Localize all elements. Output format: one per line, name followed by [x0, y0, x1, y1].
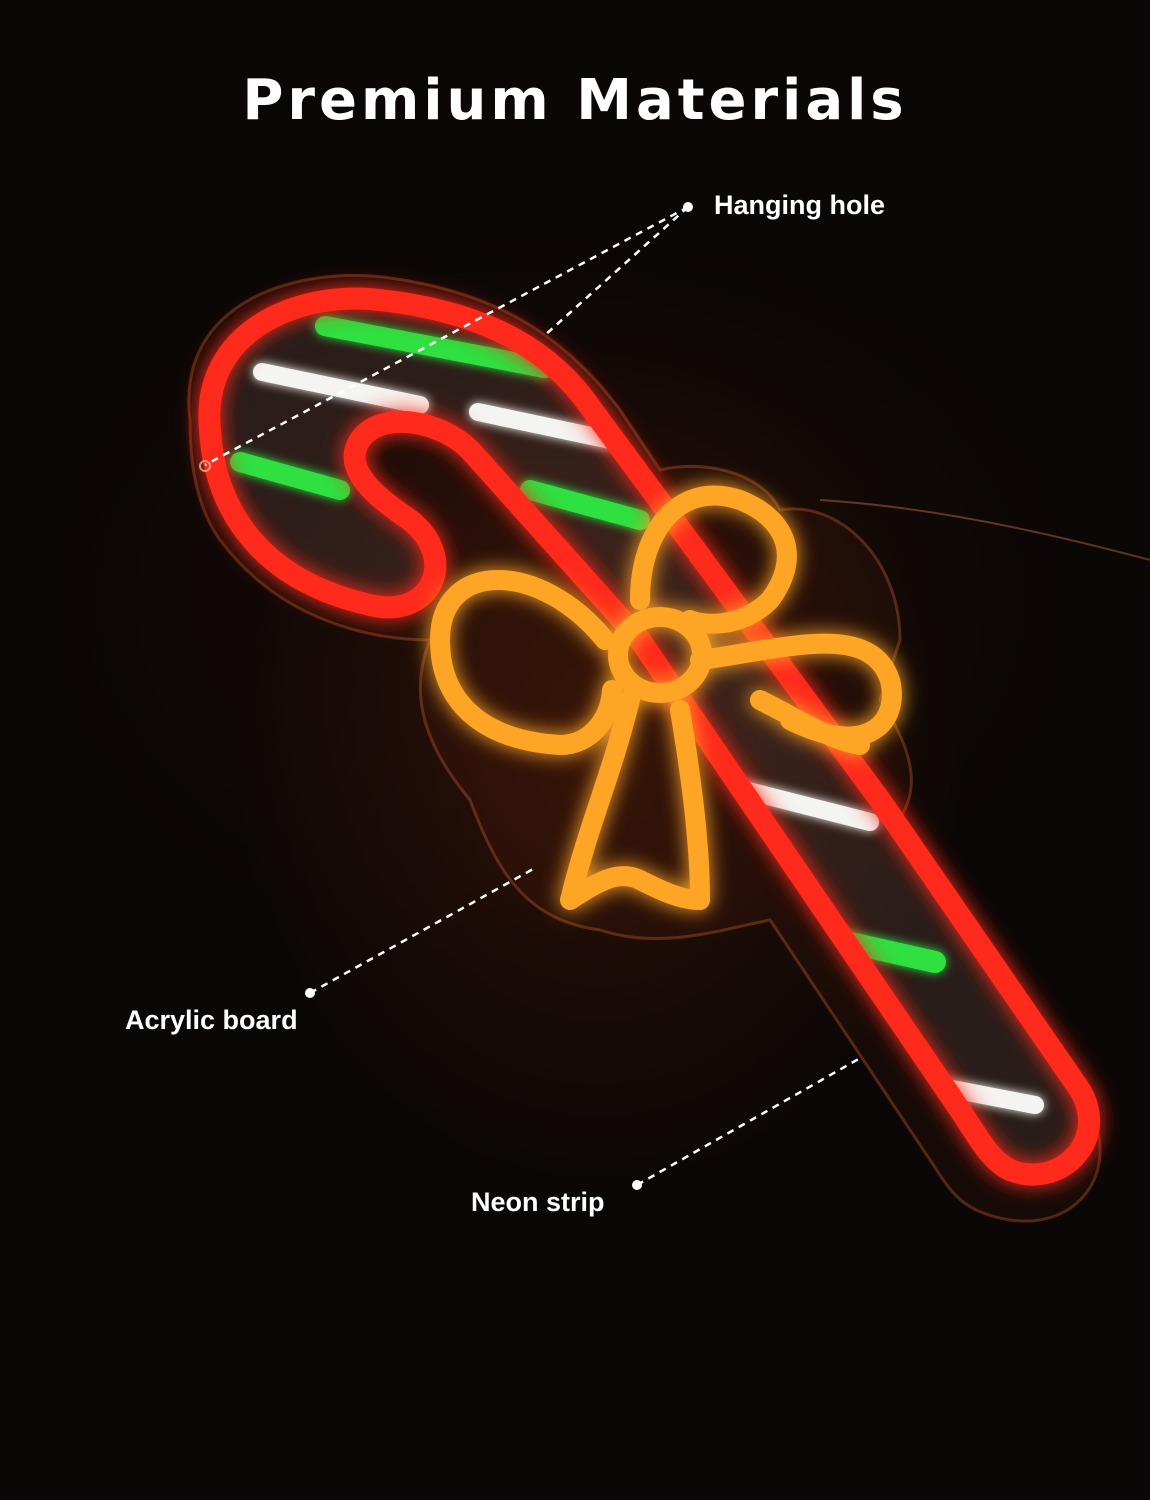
neon-strip-label: Neon strip	[471, 1187, 605, 1217]
hanging-hole-callout-dot	[683, 202, 693, 212]
hanging-hole-label: Hanging hole	[714, 190, 885, 220]
callout-lines	[204, 205, 863, 1187]
power-cable	[819, 499, 1150, 561]
acrylic-board-label: Acrylic board	[125, 1005, 298, 1035]
hanging-hole-marker	[199, 460, 211, 472]
page-title: Premium Materials	[242, 68, 908, 133]
acrylic-board-callout-dot	[305, 988, 315, 998]
neon-bow	[430, 485, 902, 910]
neon-strip-red-outline	[198, 287, 1101, 1186]
neon-strip-callout-dot	[632, 1180, 642, 1190]
